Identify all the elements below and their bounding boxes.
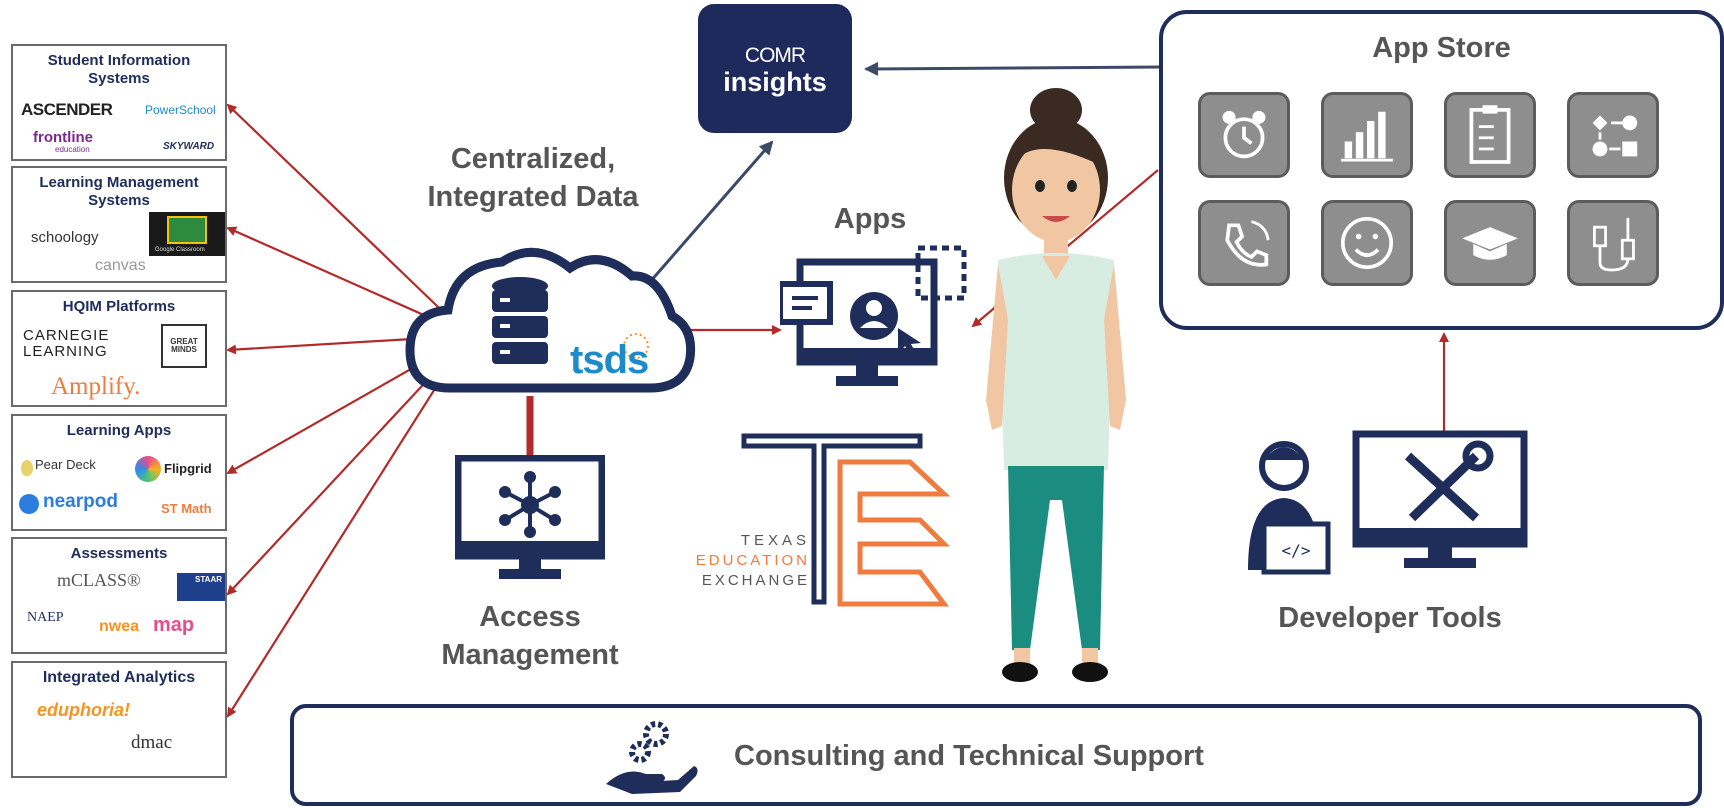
panel-title: Learning Management Systems bbox=[39, 174, 199, 209]
arrow-analytics bbox=[226, 344, 464, 718]
logo-staar: STAAR bbox=[177, 573, 225, 601]
workflow-icon[interactable] bbox=[1567, 92, 1659, 178]
logo-google-classroom: Google Classroom bbox=[149, 212, 225, 256]
app-store-panel: App Store bbox=[1159, 10, 1724, 330]
svg-text:</>: </> bbox=[1282, 541, 1311, 560]
panel-analytics: Integrated Analytics eduphoria! dmac bbox=[11, 661, 227, 778]
panel-title: Learning Apps bbox=[66, 422, 172, 439]
panel-title: Student Information Systems bbox=[47, 52, 191, 87]
logo-eduphoria: eduphoria! bbox=[37, 700, 130, 720]
tex-text-exchange: EXCHANGE bbox=[701, 572, 810, 589]
logo-dmac: dmac bbox=[131, 732, 173, 753]
apps-label: Apps bbox=[833, 203, 907, 235]
gears-hand-icon bbox=[606, 721, 698, 794]
panel-sis: Student Information Systems ASCENDER Pow… bbox=[11, 44, 227, 161]
alarm-clock-icon[interactable] bbox=[1198, 92, 1290, 178]
panel-title: HQIM Platforms bbox=[62, 298, 176, 315]
app-store-title: App Store bbox=[1372, 32, 1511, 64]
nearpod-icon bbox=[19, 494, 39, 514]
logo-carnegie: CARNEGIE bbox=[23, 327, 110, 344]
panel-title: Integrated Analytics bbox=[42, 669, 196, 686]
logo-naep: NAEP bbox=[27, 610, 64, 625]
logo-ascender: ASCENDER bbox=[21, 100, 113, 119]
panel-hqim: HQIM Platforms CARNEGIE LEARNING GREAT M… bbox=[11, 290, 227, 407]
graduation-cap-icon[interactable] bbox=[1444, 200, 1536, 286]
tsds-logo: tsds bbox=[570, 338, 649, 382]
consulting-support-bar: Consulting and Technical Support bbox=[290, 704, 1702, 806]
logo-nearpod: nearpod bbox=[43, 491, 118, 512]
user-woman-illustration bbox=[986, 88, 1126, 682]
logo-powerschool: PowerSchool bbox=[145, 103, 216, 117]
arrow-appstore-comr bbox=[864, 61, 1161, 76]
panel-assessments: Assessments mCLASS® STAAR NAEP nwea map bbox=[11, 537, 227, 654]
apps-monitor-icon bbox=[780, 245, 967, 386]
comr-insights-logo: COMR insights bbox=[698, 4, 852, 133]
checklist-clipboard-icon[interactable] bbox=[1444, 92, 1536, 178]
access-management-monitor-icon bbox=[455, 455, 605, 579]
panel-learning-apps: Learning Apps Pear Deck Flipgrid nearpod… bbox=[11, 414, 227, 531]
insights-text: insights bbox=[723, 67, 827, 97]
panel-lms: Learning Management Systems schoology ca… bbox=[11, 166, 227, 283]
logo-mclass: mCLASS® bbox=[57, 570, 141, 590]
logo-amplify: Amplify. bbox=[51, 373, 141, 400]
phone-call-icon[interactable] bbox=[1198, 200, 1290, 286]
logo-pear-deck: Pear Deck bbox=[35, 457, 96, 472]
panel-title: Assessments bbox=[70, 545, 168, 562]
logo-frontline: frontline bbox=[33, 129, 93, 146]
arrow-cloud-comr bbox=[634, 140, 774, 299]
tex-text-education: EDUCATION bbox=[695, 552, 810, 569]
logo-skyward: SKYWARD bbox=[163, 141, 215, 152]
logo-st-math: ST Math bbox=[161, 501, 212, 516]
bar-chart-icon[interactable] bbox=[1321, 92, 1413, 178]
centralized-data-label: Centralized, Integrated Data bbox=[427, 143, 639, 213]
tex-text-texas: TEXAS bbox=[740, 532, 810, 549]
logo-flipgrid: Flipgrid bbox=[164, 461, 212, 476]
cloud-database-icon bbox=[405, 247, 696, 393]
logo-canvas: canvas bbox=[95, 257, 146, 274]
logo-learning: LEARNING bbox=[23, 343, 108, 360]
logo-frontline-sub: education bbox=[55, 145, 90, 154]
comr-text: COMR bbox=[744, 44, 806, 67]
logo-great-minds: GREAT MINDS bbox=[161, 324, 207, 368]
consulting-support-label: Consulting and Technical Support bbox=[734, 740, 1204, 772]
texas-education-exchange-logo bbox=[741, 433, 951, 607]
flipgrid-icon bbox=[135, 456, 161, 482]
smiley-face-icon[interactable] bbox=[1321, 200, 1413, 286]
pear-icon bbox=[21, 460, 33, 476]
access-management-label: Access Management bbox=[441, 601, 619, 671]
developer-tools-label: Developer Tools bbox=[1278, 602, 1502, 634]
developer-tools-icon: </> bbox=[1248, 430, 1528, 575]
logo-nwea: nwea bbox=[99, 618, 140, 635]
logo-map: map bbox=[153, 614, 195, 636]
usb-cable-icon[interactable] bbox=[1567, 200, 1659, 286]
logo-schoology: schoology bbox=[31, 229, 99, 246]
